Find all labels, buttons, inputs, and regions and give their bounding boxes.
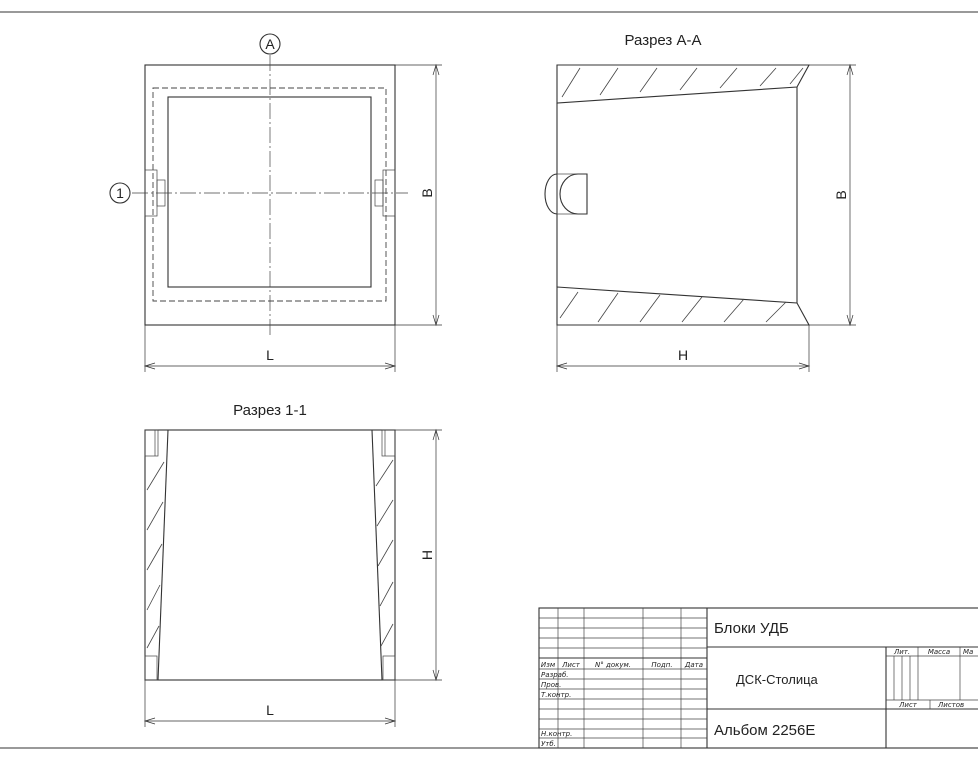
- section-11-dim-h-label: H: [419, 550, 435, 560]
- axis-a-label: A: [265, 36, 275, 52]
- tb-organization: ДСК-Столица: [736, 672, 819, 687]
- tb-col-doc: N° докум.: [595, 661, 631, 669]
- section-aa: Разрез А-А: [544, 32, 856, 372]
- tb-row-utv: Утб.: [541, 740, 556, 748]
- tb-document-name: Блоки УДБ: [714, 620, 789, 637]
- tb-stage-scale: Ма: [963, 648, 973, 656]
- tb-album: Альбом 2256Е: [714, 722, 815, 739]
- tb-row-prov: Пров.: [541, 681, 561, 689]
- section-aa-hatch-top: [561, 67, 804, 98]
- tb-col-izm: Изм: [541, 661, 556, 669]
- title-block: Изм Лист N° докум. Подп. Дата Разраб. Пр…: [538, 607, 978, 749]
- section-11-dim-l: L: [143, 680, 397, 727]
- plan-dim-b: B: [395, 63, 442, 327]
- section-aa-opening: [544, 173, 588, 215]
- section-aa-dim-b-label: B: [833, 190, 849, 199]
- tb-stage-mass: Масса: [928, 648, 950, 656]
- section-11-dim-h: H: [395, 428, 442, 682]
- tb-row-razrab: Разраб.: [541, 671, 569, 679]
- tb-stage-lit: Лит.: [893, 648, 910, 656]
- tb-col-date: Дата: [684, 661, 703, 669]
- section-aa-dim-h-label: H: [678, 347, 688, 363]
- section-aa-dim-h: H: [555, 325, 811, 372]
- section-11-top-recesses: [144, 429, 396, 457]
- plan-dim-l: L: [143, 325, 397, 372]
- axis-marker-a: A: [259, 33, 281, 55]
- section-11: Разрез 1-1: [143, 402, 442, 727]
- section-11-hatch-left: [146, 461, 165, 649]
- plan-dim-b-label: B: [419, 188, 435, 197]
- tb-col-sign: Подп.: [651, 661, 672, 669]
- axis-marker-1: 1: [109, 182, 131, 204]
- tb-row-nkontr: Н.контр.: [541, 730, 572, 738]
- section-11-bottom-feet: [144, 655, 396, 681]
- section-aa-title: Разрез А-А: [625, 32, 702, 49]
- section-11-dim-l-label: L: [266, 702, 274, 718]
- tb-col-list: Лист: [561, 661, 581, 669]
- plan-view: A 1 B L: [109, 33, 442, 372]
- tb-sheet-list: Лист: [898, 701, 918, 709]
- axis-1-label: 1: [116, 185, 124, 201]
- section-aa-hatch-bottom: [559, 291, 787, 323]
- plan-dim-l-label: L: [266, 347, 274, 363]
- sheet-frame: [0, 11, 978, 749]
- tb-row-tkontr: Т.контр.: [541, 691, 571, 699]
- section-11-hatch-right: [375, 459, 394, 647]
- section-11-title: Разрез 1-1: [233, 402, 307, 419]
- section-aa-dim-b: B: [809, 63, 856, 327]
- tb-sheet-listov: Листов: [937, 701, 964, 709]
